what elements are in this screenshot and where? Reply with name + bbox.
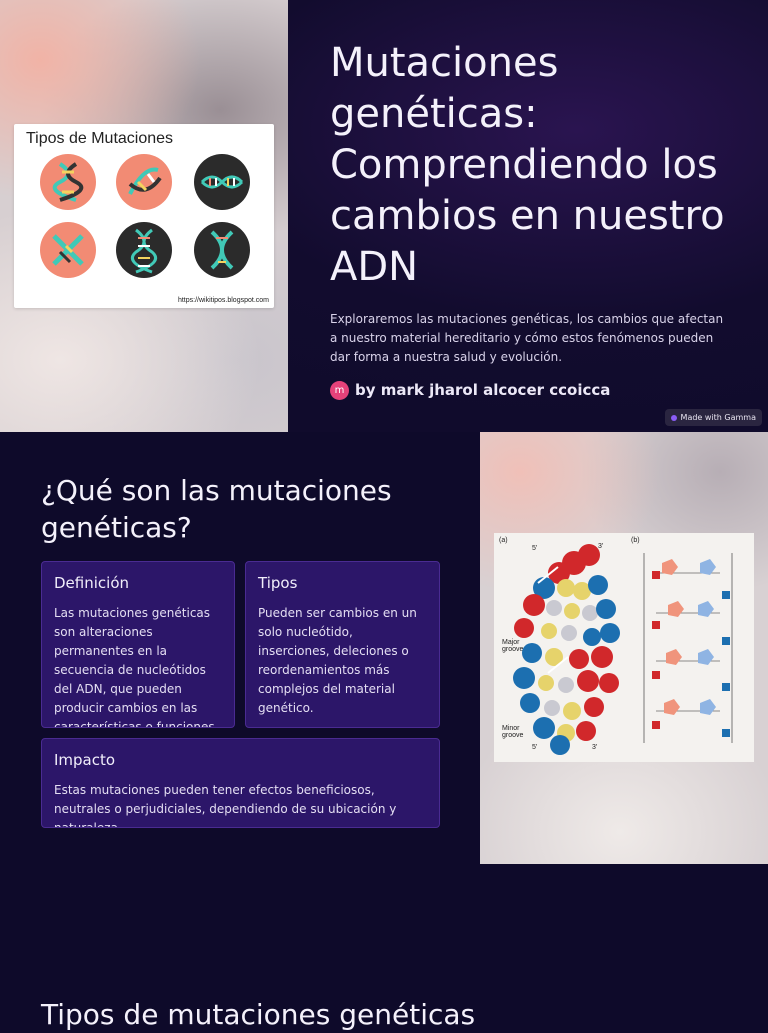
figure-label-major-groove: Major groove: [502, 639, 524, 653]
avatar[interactable]: m: [330, 380, 349, 400]
title-description: Exploraremos las mutaciones genéticas, l…: [330, 312, 724, 364]
page-title: Mutaciones genéticas: Comprendiendo los …: [330, 40, 725, 290]
card-heading: Impacto: [54, 751, 116, 769]
title-slide-image-panel: Tipos de Mutaciones https://wikitipos.bl: [0, 0, 288, 432]
card-text: Pueden ser cambios en un solo nucleótido…: [258, 606, 417, 715]
card-text: Las mutaciones genéticas son alteracione…: [54, 606, 215, 728]
dna-icon: [116, 154, 172, 210]
figure-label-5-bottom: 5': [532, 744, 538, 751]
figure-label-3-bottom: 3': [592, 744, 598, 751]
card-heading: Tipos: [258, 574, 298, 592]
definition-slide: ¿Qué son las mutaciones genéticas? Defin…: [0, 432, 768, 864]
dna-icon: [40, 154, 96, 210]
gamma-logo-icon: [670, 414, 677, 421]
figure-label-5-top: 5': [532, 545, 538, 552]
card-impact: Impacto Estas mutaciones pueden tener ef…: [41, 738, 440, 828]
mutation-types-image: Tipos de Mutaciones https://wikitipos.bl: [14, 124, 274, 308]
made-with-gamma-badge[interactable]: Made with Gamma: [664, 409, 762, 426]
dna-icon: [194, 154, 250, 210]
badge-label: Made with Gamma: [680, 413, 756, 422]
section-title: Tipos de mutaciones genéticas: [41, 998, 476, 1031]
dna-icon: [40, 222, 96, 278]
author-name[interactable]: by mark jharol alcocer ccoicca: [355, 381, 611, 399]
card-types: Tipos Pueden ser cambios en un solo nucl…: [245, 561, 440, 728]
card-definition: Definición Las mutaciones genéticas son …: [41, 561, 235, 728]
card-heading: Definición: [54, 574, 129, 592]
section-title: ¿Qué son las mutaciones genéticas?: [41, 474, 392, 544]
card-text: Estas mutaciones pueden tener efectos be…: [54, 783, 397, 828]
dna-structure-figure: (a) (b) 5' 3' Major groove Minor groove …: [494, 533, 754, 762]
dna-image-panel: (a) (b) 5' 3' Major groove Minor groove …: [480, 432, 768, 864]
figure-label-b: (b): [631, 537, 640, 544]
dna-icon: [194, 222, 250, 278]
figure-label-a: (a): [499, 537, 508, 544]
image-title: Tipos de Mutaciones: [26, 130, 174, 147]
title-slide: Tipos de Mutaciones https://wikitipos.bl: [0, 0, 768, 432]
types-slide: Tipos de mutaciones genéticas: [0, 864, 768, 1031]
dna-icon: [116, 222, 172, 278]
author-byline[interactable]: m by mark jharol alcocer ccoicca: [330, 380, 610, 400]
image-source-url: https://wikitipos.blogspot.com: [177, 297, 269, 304]
figure-label-minor-groove: Minor groove: [502, 725, 524, 739]
dna-helix-illustration: [513, 544, 733, 755]
figure-label-3-top: 3': [598, 543, 604, 550]
